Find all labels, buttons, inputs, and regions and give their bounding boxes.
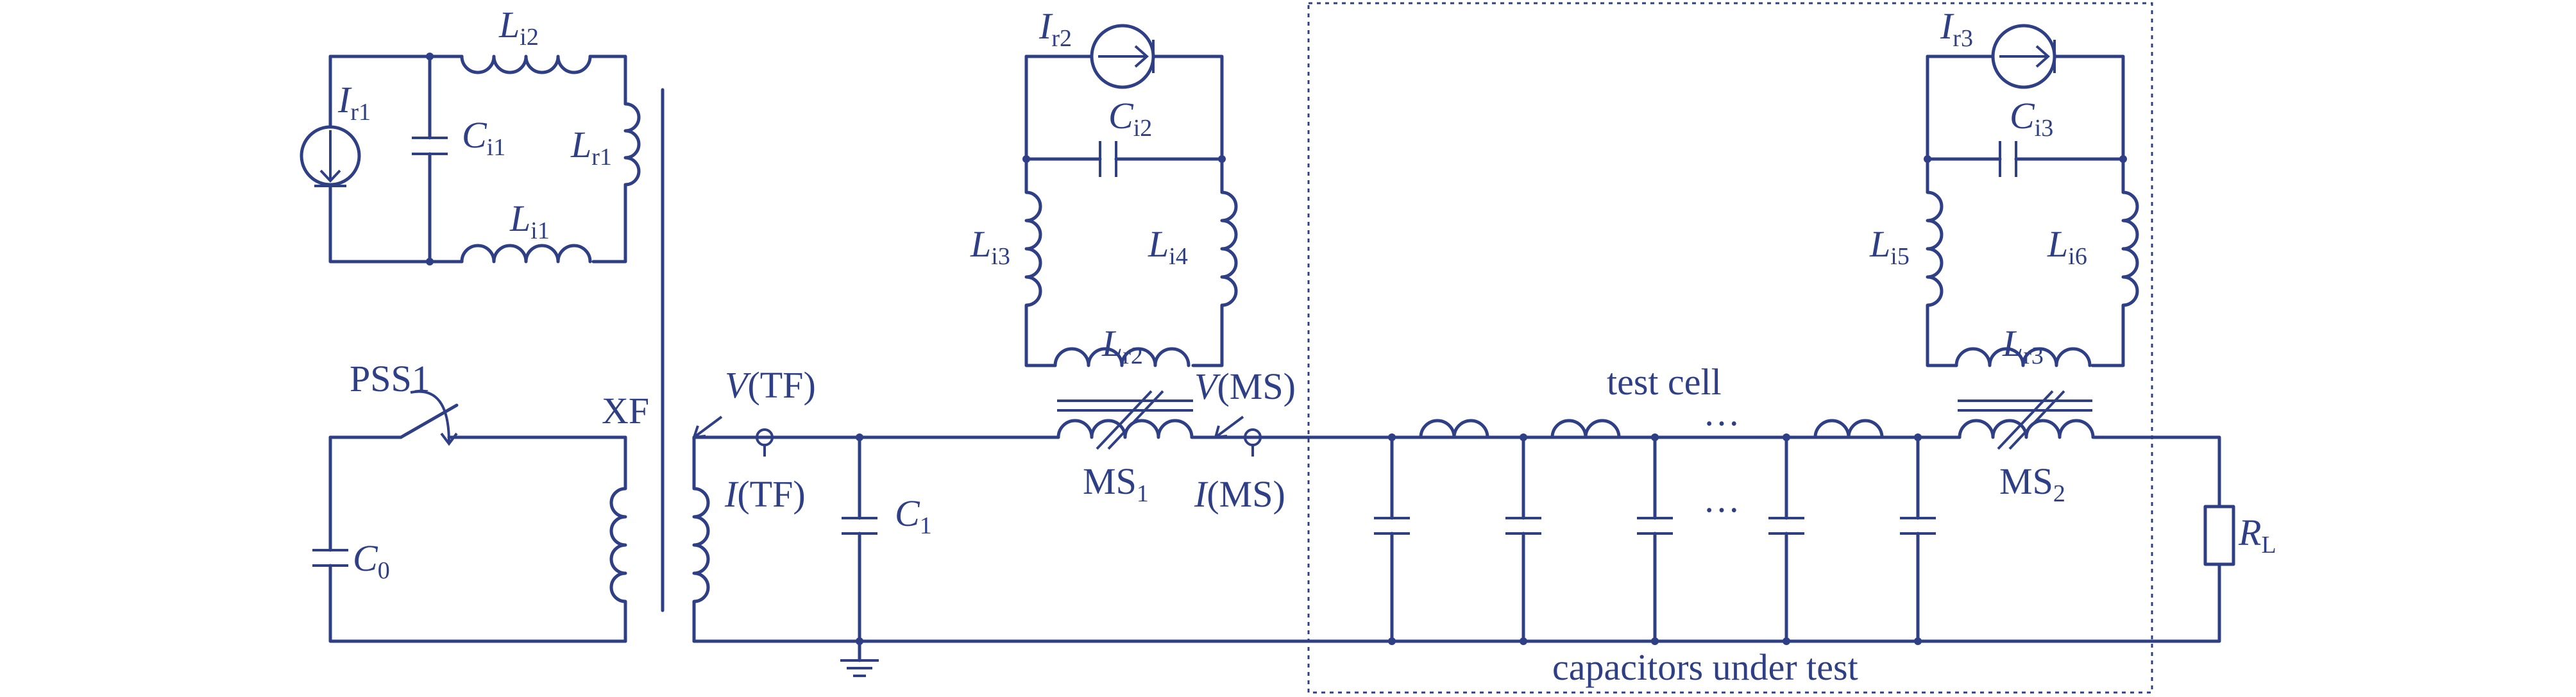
- transformer-xf: [609, 88, 710, 643]
- current-source-ir2: [1090, 24, 1155, 89]
- inductor-li6: [2090, 157, 2139, 367]
- label-lr2: Lr2: [1101, 323, 1143, 369]
- ground-icon: [840, 639, 879, 677]
- test-cell-boundary: [1307, 2, 2153, 694]
- current-source-ir3: [1991, 24, 2056, 89]
- label-ir2: Ir2: [1038, 5, 1072, 52]
- switch-pss1: [399, 403, 459, 439]
- label-vms: V(MS): [1194, 365, 1296, 407]
- inductor-lr1: [623, 102, 641, 187]
- component-labels: Ir1 Ci1 Li2 Lr1 Li1 Ir2 Ci2 Li3 Li4 Lr2 …: [337, 4, 2276, 688]
- label-capacitors-under-test: capacitors under test: [1552, 646, 1858, 688]
- magnetic-switch-ms2: [1924, 24, 2139, 450]
- primary-circuit: [312, 390, 627, 643]
- label-itf: I(TF): [724, 473, 806, 515]
- label-li1: Li1: [509, 197, 550, 244]
- label-rl: RL: [2238, 512, 2276, 558]
- label-pss1: PSS1: [350, 358, 430, 399]
- label-ims: I(MS): [1194, 473, 1285, 515]
- magnetic-switch-ms1: [1022, 24, 1238, 450]
- inductor-lr2: [1056, 419, 1194, 439]
- label-xf: XF: [602, 390, 649, 432]
- ellipsis-mid: ···: [1703, 489, 1740, 531]
- secondary-bus: [692, 416, 2221, 677]
- ellipsis-top: ···: [1703, 403, 1740, 444]
- label-li6: Li6: [2047, 223, 2087, 270]
- label-ir3: Ir3: [1940, 5, 1973, 52]
- label-vtf: V(TF): [725, 364, 816, 406]
- label-ms2: MS2: [1999, 460, 2065, 507]
- label-li4: Li4: [1148, 223, 1188, 270]
- test-cell-ladder: [1374, 419, 1936, 645]
- current-source-ir1: [300, 125, 361, 187]
- inductor-lr3: [1958, 419, 2095, 439]
- inductor-li4: [1191, 157, 1238, 367]
- label-lr1: Lr1: [570, 124, 612, 171]
- label-li5: Li5: [1869, 223, 1910, 270]
- label-c0: C0: [353, 537, 390, 584]
- label-li2: Li2: [498, 4, 539, 51]
- label-ci1: Ci1: [462, 114, 505, 161]
- inductor-li2: [460, 55, 592, 74]
- label-ci3: Ci3: [2010, 95, 2053, 142]
- inductor-li1: [460, 244, 592, 264]
- label-ci2: Ci2: [1108, 95, 1152, 142]
- inductor-li5: [1926, 157, 1958, 367]
- resistor-rl: [2203, 505, 2235, 566]
- label-ms1: MS1: [1083, 460, 1149, 507]
- label-test-cell: test cell: [1607, 361, 1722, 403]
- inductor-li3: [1024, 157, 1057, 367]
- primary-resonant-loop: [300, 53, 641, 265]
- label-c1: C1: [895, 492, 932, 539]
- label-li3: Li3: [970, 223, 1010, 270]
- label-ir1: Ir1: [337, 79, 371, 126]
- label-lr3: Lr3: [2002, 323, 2044, 369]
